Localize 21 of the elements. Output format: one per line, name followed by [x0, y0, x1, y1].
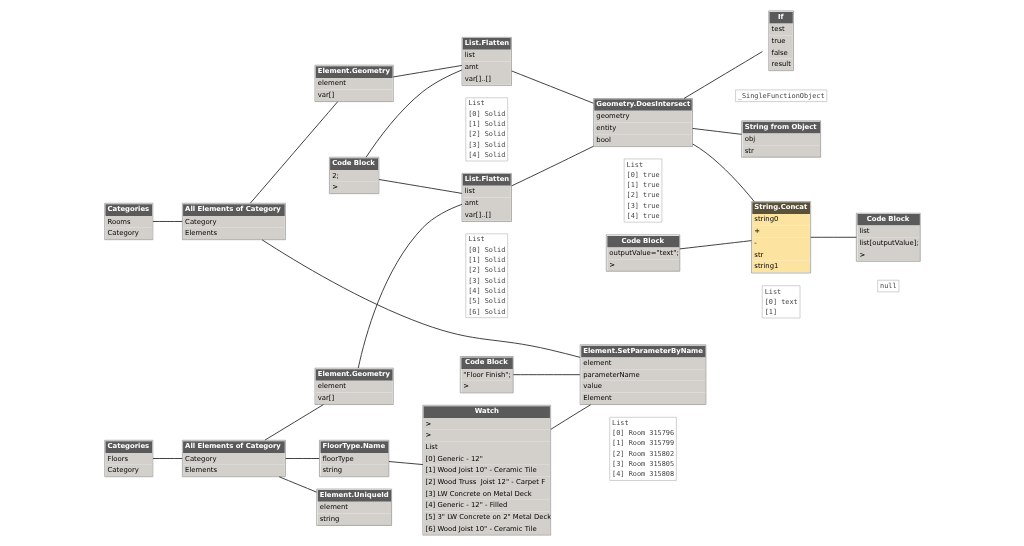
connector: [683, 51, 763, 99]
connector: [365, 69, 462, 158]
connector: [278, 476, 317, 493]
connector: [263, 404, 324, 441]
connector: [249, 101, 338, 204]
connector: [678, 240, 752, 250]
connector: [392, 64, 462, 78]
connector: [261, 239, 581, 358]
connector: [284, 458, 320, 459]
connector: [152, 221, 183, 222]
connector: [809, 236, 857, 238]
connector: [549, 404, 591, 430]
connector: [377, 179, 462, 194]
connector: [510, 70, 594, 104]
connector: [357, 203, 462, 369]
connector: [152, 458, 183, 459]
connector: [512, 374, 580, 376]
connector: [691, 143, 755, 202]
connector: [510, 145, 594, 187]
connector: [387, 461, 423, 466]
connector: [691, 127, 742, 135]
